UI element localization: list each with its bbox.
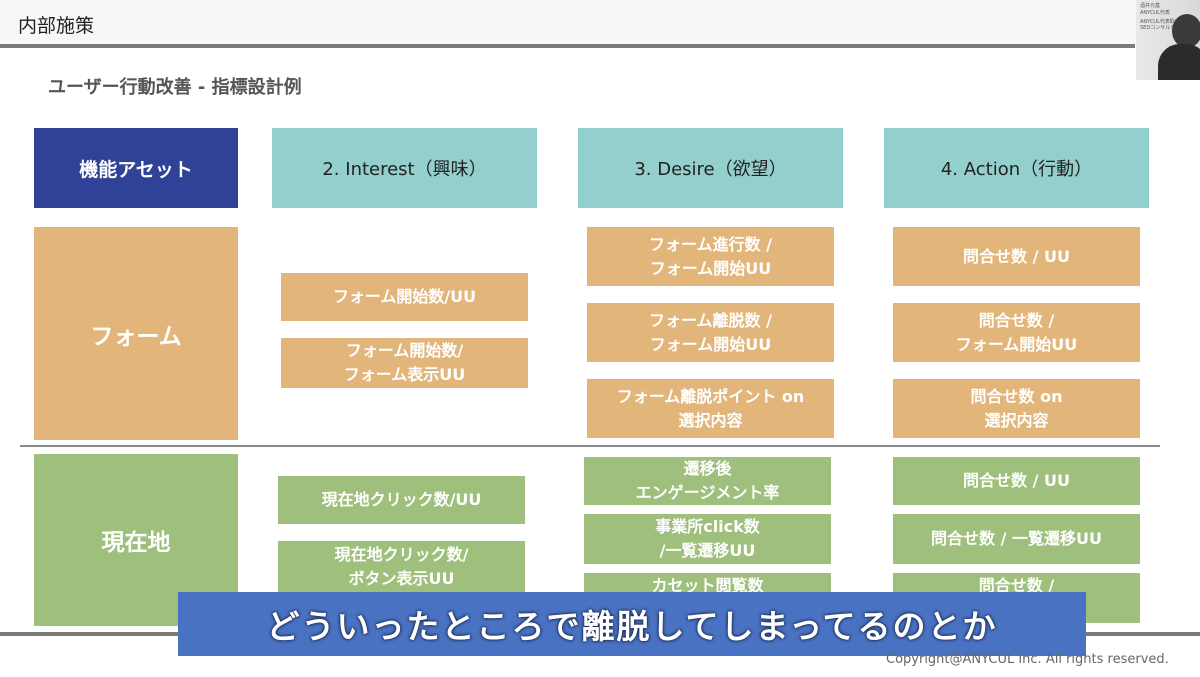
video-caption: どういったところで離脱してしまってるのとか	[178, 592, 1086, 656]
location-desire-metric-2: 事業所click数 /一覧遷移UU	[584, 514, 831, 564]
location-interest-metric-1: 現在地クリック数/UU	[278, 476, 525, 524]
copyright-text: Copyright@ANYCUL Inc. All rights reserve…	[886, 652, 1169, 667]
row-divider	[20, 445, 1160, 447]
location-action-metric-2: 問合せ数 / 一覧遷移UU	[893, 514, 1140, 564]
slide-subtitle: ユーザー行動改善 - 指標設計例	[48, 77, 302, 98]
presenter-head	[1172, 14, 1200, 48]
row-label-form: フォーム	[34, 227, 238, 440]
page-title: 内部施策	[18, 15, 95, 37]
location-action-metric-1: 問合せ数 / UU	[893, 457, 1140, 505]
presenter-name: 酒井元基	[1140, 3, 1161, 9]
presenter-role-1: ANYCUL代表取締役	[1140, 19, 1185, 25]
form-interest-metric-2: フォーム開始数/ フォーム表示UU	[281, 338, 528, 388]
location-interest-metric-2: 現在地クリック数/ ボタン表示UU	[278, 541, 525, 593]
form-desire-metric-1: フォーム進行数 / フォーム開始UU	[587, 227, 834, 286]
location-desire-metric-1: 遷移後 エンゲージメント率	[584, 457, 831, 505]
form-desire-metric-3: フォーム離脱ポイント on 選択内容	[587, 379, 834, 438]
top-divider	[0, 44, 1135, 48]
top-bar	[0, 0, 1200, 44]
form-action-metric-2: 問合せ数 / フォーム開始UU	[893, 303, 1140, 362]
header-function-asset: 機能アセット	[34, 128, 238, 208]
header-interest: 2. Interest（興味）	[272, 128, 537, 208]
form-desire-metric-2: フォーム離脱数 / フォーム開始UU	[587, 303, 834, 362]
header-desire: 3. Desire（欲望）	[578, 128, 843, 208]
form-action-metric-3: 問合せ数 on 選択内容	[893, 379, 1140, 438]
header-action: 4. Action（行動）	[884, 128, 1149, 208]
form-interest-metric-1: フォーム開始数/UU	[281, 273, 528, 321]
presenter-subline: ANYCUL代表	[1140, 10, 1170, 16]
presenter-video: 酒井元基 ANYCUL代表 ANYCUL代表取締役 SEOコンサルタント	[1136, 0, 1200, 80]
form-action-metric-1: 問合せ数 / UU	[893, 227, 1140, 286]
presenter-body	[1158, 44, 1200, 80]
presenter-role-2: SEOコンサルタント	[1140, 25, 1186, 31]
